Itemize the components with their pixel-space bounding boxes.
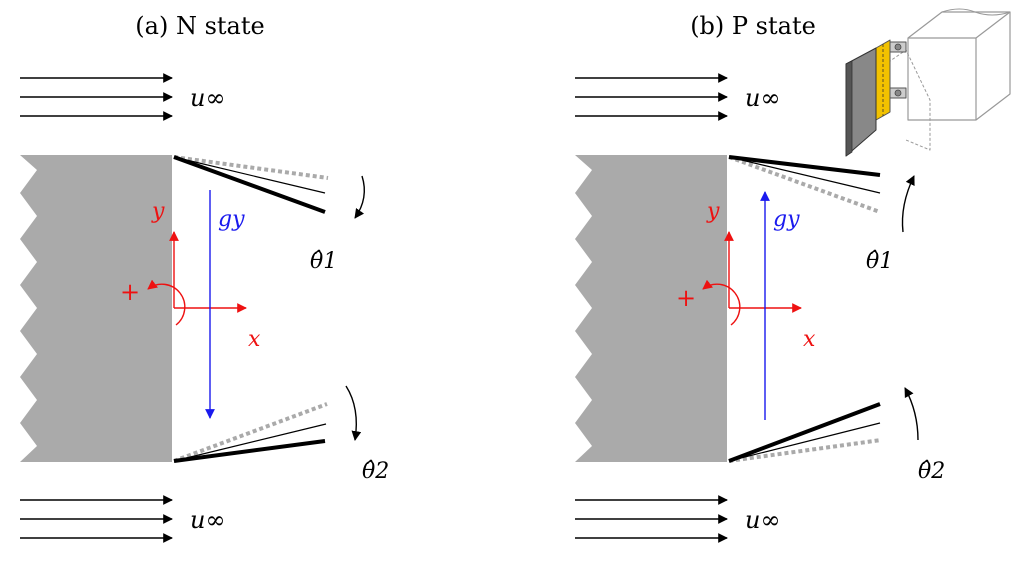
flap-mechanism-inset: [845, 8, 1011, 157]
lower-flap: [728, 402, 882, 463]
theta2-label: θ̂2: [362, 459, 389, 484]
bluff-body: [575, 155, 727, 462]
x-axis-label: x: [248, 327, 261, 352]
theta1-rotation-arrow: [354, 175, 365, 219]
theta1-label: θ̂1: [310, 249, 337, 274]
panel-n-state: (a) N state u∞ θ̂1 θ̂2: [20, 12, 389, 543]
flow-velocity-label: u∞: [190, 506, 225, 534]
top-flow-arrows: [20, 73, 173, 121]
flow-velocity-label: u∞: [190, 84, 225, 112]
gravity-label: gy: [218, 207, 245, 232]
theta1-label: θ̂1: [866, 249, 893, 274]
bottom-flow-arrows: [20, 495, 173, 543]
y-axis-label: y: [151, 199, 165, 224]
bluff-body: [20, 155, 172, 462]
flow-velocity-label: u∞: [745, 506, 780, 534]
theta2-label: θ̂2: [918, 459, 945, 484]
panel-p-state: (b) P state u∞ θ̂1 θ̂2: [575, 8, 1011, 543]
x-axis-label: x: [803, 327, 816, 352]
positive-sign: +: [120, 278, 140, 306]
lower-flap: [173, 402, 328, 463]
theta2-rotation-arrow: [904, 387, 919, 441]
panel-title: (a) N state: [135, 12, 264, 40]
theta1-rotation-arrow: [901, 175, 915, 233]
upper-flap: [728, 155, 881, 214]
positive-sign: +: [676, 284, 696, 312]
top-flow-arrows: [575, 73, 728, 121]
theta2-rotation-arrow: [345, 385, 362, 441]
gravity-label: gy: [773, 207, 800, 232]
positive-rotation-arrow: [702, 279, 741, 326]
flow-velocity-label: u∞: [745, 84, 780, 112]
y-axis-label: y: [706, 199, 720, 224]
bottom-flow-arrows: [575, 495, 728, 543]
upper-flap: [173, 155, 329, 214]
positive-rotation-arrow: [147, 279, 186, 326]
panel-title: (b) P state: [690, 12, 816, 40]
